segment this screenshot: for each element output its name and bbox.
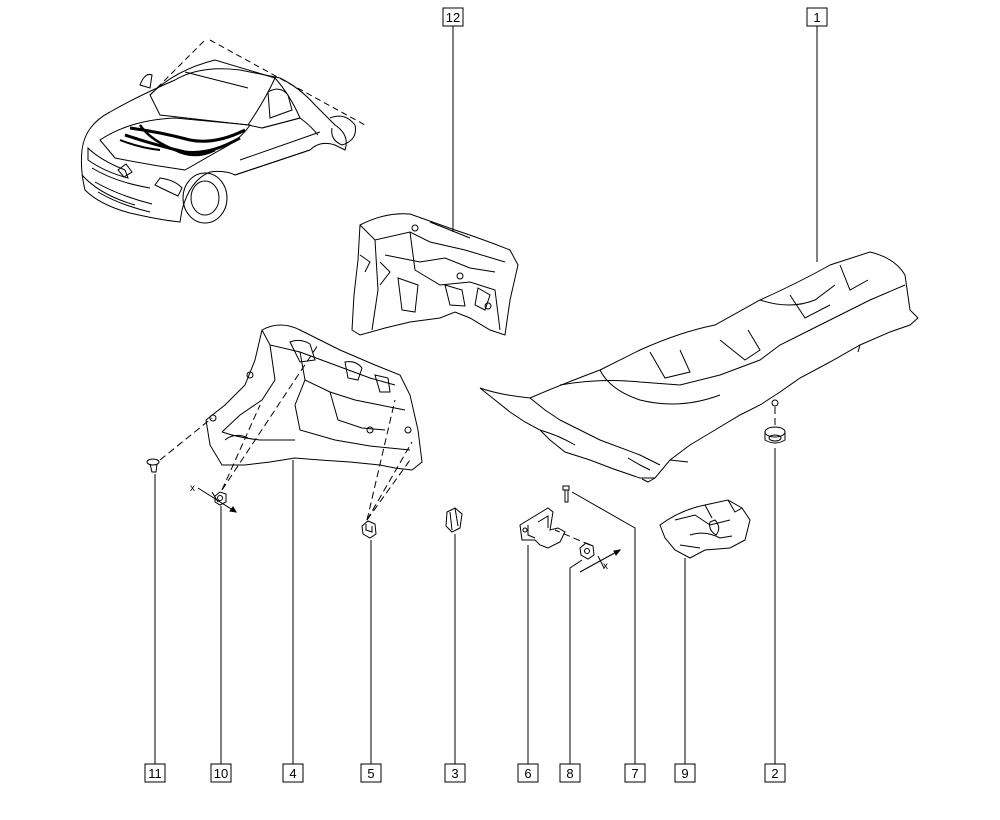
callout-5: 5 bbox=[360, 763, 382, 783]
callout-label: 4 bbox=[289, 766, 296, 781]
callout-1: 1 bbox=[806, 7, 828, 27]
callout-4: 4 bbox=[282, 763, 304, 783]
part-8-nut bbox=[579, 542, 595, 560]
leader-lines bbox=[154, 26, 818, 764]
part-5-nut bbox=[361, 520, 377, 539]
torque-arrow-10 bbox=[197, 487, 237, 513]
part-11-clip bbox=[146, 458, 160, 473]
part-7-bolt bbox=[562, 485, 570, 503]
callout-label: 7 bbox=[631, 766, 638, 781]
part-12-heat-shield bbox=[351, 213, 519, 336]
callout-label: 6 bbox=[524, 766, 531, 781]
callout-12: 12 bbox=[442, 7, 464, 27]
callout-7: 7 bbox=[624, 763, 646, 783]
callout-label: 11 bbox=[148, 766, 162, 781]
part-1-heat-shield bbox=[479, 251, 919, 483]
callout-label: 10 bbox=[214, 766, 228, 781]
assembly-lines bbox=[159, 344, 776, 546]
callout-label: 9 bbox=[681, 766, 688, 781]
part-9-heat-shield bbox=[659, 499, 751, 559]
callout-3: 3 bbox=[444, 763, 466, 783]
callout-10: 10 bbox=[210, 763, 232, 783]
callout-9: 9 bbox=[674, 763, 696, 783]
callout-label: 8 bbox=[566, 766, 573, 781]
callout-2: 2 bbox=[764, 763, 786, 783]
part-10-nut bbox=[214, 491, 227, 506]
callout-11: 11 bbox=[144, 763, 166, 783]
callout-label: 2 bbox=[771, 766, 778, 781]
callout-label: 3 bbox=[451, 766, 458, 781]
part-2-grommet bbox=[764, 426, 786, 444]
callout-label: 5 bbox=[367, 766, 374, 781]
callout-8: 8 bbox=[559, 763, 581, 783]
part-3-bracket bbox=[445, 507, 463, 533]
car-overview-illustration bbox=[80, 39, 366, 224]
torque-arrow-8 bbox=[579, 549, 622, 573]
callout-6: 6 bbox=[517, 763, 539, 783]
torque-marker-x: x bbox=[603, 561, 608, 572]
part-4-heat-shield bbox=[205, 324, 423, 471]
part-6-bracket bbox=[519, 507, 566, 549]
callout-label: 1 bbox=[813, 10, 820, 25]
torque-marker-x: x bbox=[190, 483, 195, 494]
callout-label: 12 bbox=[446, 10, 460, 25]
